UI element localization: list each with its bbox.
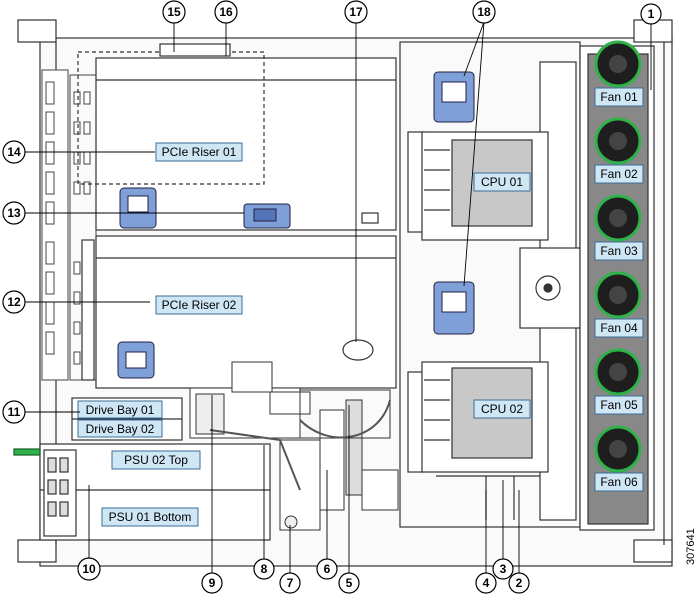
label-psu-02-top: PSU 02 Top: [124, 453, 188, 467]
cpu-clip-icon: [433, 71, 475, 335]
fan-module-2: Fan 02: [594, 117, 644, 184]
label-drive-bay-02: Drive Bay 02: [86, 422, 155, 436]
component-labels: PCIe Riser 01 PCIe Riser 02 CPU 01 CPU 0…: [77, 142, 531, 527]
svg-text:6: 6: [324, 562, 331, 576]
label-pcie-riser-02: PCIe Riser 02: [162, 298, 237, 312]
svg-text:12: 12: [7, 295, 21, 309]
callout-7: 7: [279, 572, 301, 594]
label-cpu-01: CPU 01: [481, 175, 523, 189]
callout-6: 6: [316, 558, 338, 580]
svg-text:16: 16: [219, 5, 233, 19]
leader-lines: [22, 21, 652, 573]
fan-module-6: Fan 06: [594, 425, 644, 492]
fan-hub: [609, 55, 627, 73]
fan-module-3: Fan 03: [594, 194, 644, 261]
svg-text:3: 3: [500, 562, 507, 576]
fan-hub: [609, 286, 627, 304]
fan-module-4: Fan 04: [594, 271, 644, 338]
fan-module-5: Fan 05: [594, 348, 644, 415]
fan-module-1: Fan 01: [594, 40, 644, 107]
callout-3: 3: [492, 558, 514, 580]
label-fan-1: Fan 01: [600, 90, 638, 104]
fan-hub: [609, 440, 627, 458]
fan-label-box: [594, 318, 644, 338]
cpu-area: [399, 41, 581, 528]
callout-13: 13: [2, 201, 26, 225]
label-psu-01-bottom: PSU 01 Bottom: [109, 510, 192, 524]
callout-2: 2: [508, 572, 530, 594]
label-pcie-riser-01: PCIe Riser 01: [162, 145, 237, 159]
svg-text:11: 11: [8, 405, 21, 419]
svg-text:17: 17: [349, 5, 363, 19]
svg-text:13: 13: [7, 206, 21, 220]
fan-hub: [609, 363, 627, 381]
label-fan-5: Fan 05: [600, 398, 638, 412]
callout-10: 10: [77, 557, 101, 581]
svg-text:18: 18: [477, 5, 491, 19]
callout-8: 8: [253, 558, 275, 580]
svg-text:1: 1: [648, 7, 655, 21]
label-drive-bay-01: Drive Bay 01: [86, 403, 155, 417]
svg-text:14: 14: [7, 145, 21, 159]
callout-9: 9: [201, 572, 223, 594]
label-fan-4: Fan 04: [600, 321, 638, 335]
motherboard-center: [189, 361, 399, 531]
svg-text:9: 9: [209, 576, 216, 590]
callout-11: 11: [2, 400, 26, 424]
callout-18: 18: [472, 0, 496, 24]
fan-label-box: [594, 395, 644, 415]
svg-text:7: 7: [287, 576, 294, 590]
svg-text:10: 10: [82, 562, 96, 576]
svg-text:2: 2: [516, 576, 523, 590]
fan-hub: [609, 132, 627, 150]
svg-text:15: 15: [167, 5, 181, 19]
fan-hub: [609, 209, 627, 227]
svg-text:4: 4: [483, 576, 490, 590]
label-fan-6: Fan 06: [600, 475, 638, 489]
fan-label-box: [594, 472, 644, 492]
callout-17: 17: [344, 0, 368, 24]
fan-label-box: [594, 164, 644, 184]
label-fan-2: Fan 02: [600, 167, 638, 181]
callout-12: 12: [2, 290, 26, 314]
svg-text:5: 5: [346, 576, 353, 590]
fan-label-box: [594, 241, 644, 261]
callout-4: 4: [475, 572, 497, 594]
callout-15: 15: [162, 0, 186, 24]
fan-label-box: [594, 87, 644, 107]
fan-modules: Fan 01 Fan 02 Fan 03 Fan 04 Fan 05 Fan 06: [594, 40, 644, 492]
callout-14: 14: [2, 140, 26, 164]
label-fan-3: Fan 03: [600, 244, 638, 258]
callout-5: 5: [338, 572, 360, 594]
callout-1: 1: [640, 3, 662, 25]
callouts: 1 2 3 4 5 6 7 8 9 10 11 12 13 14 15 16 1…: [2, 0, 662, 594]
figure-id: 307641: [685, 528, 697, 565]
label-cpu-02: CPU 02: [481, 402, 523, 416]
callout-16: 16: [214, 0, 238, 24]
svg-text:8: 8: [261, 562, 268, 576]
riser-latch-icon: [117, 187, 291, 379]
